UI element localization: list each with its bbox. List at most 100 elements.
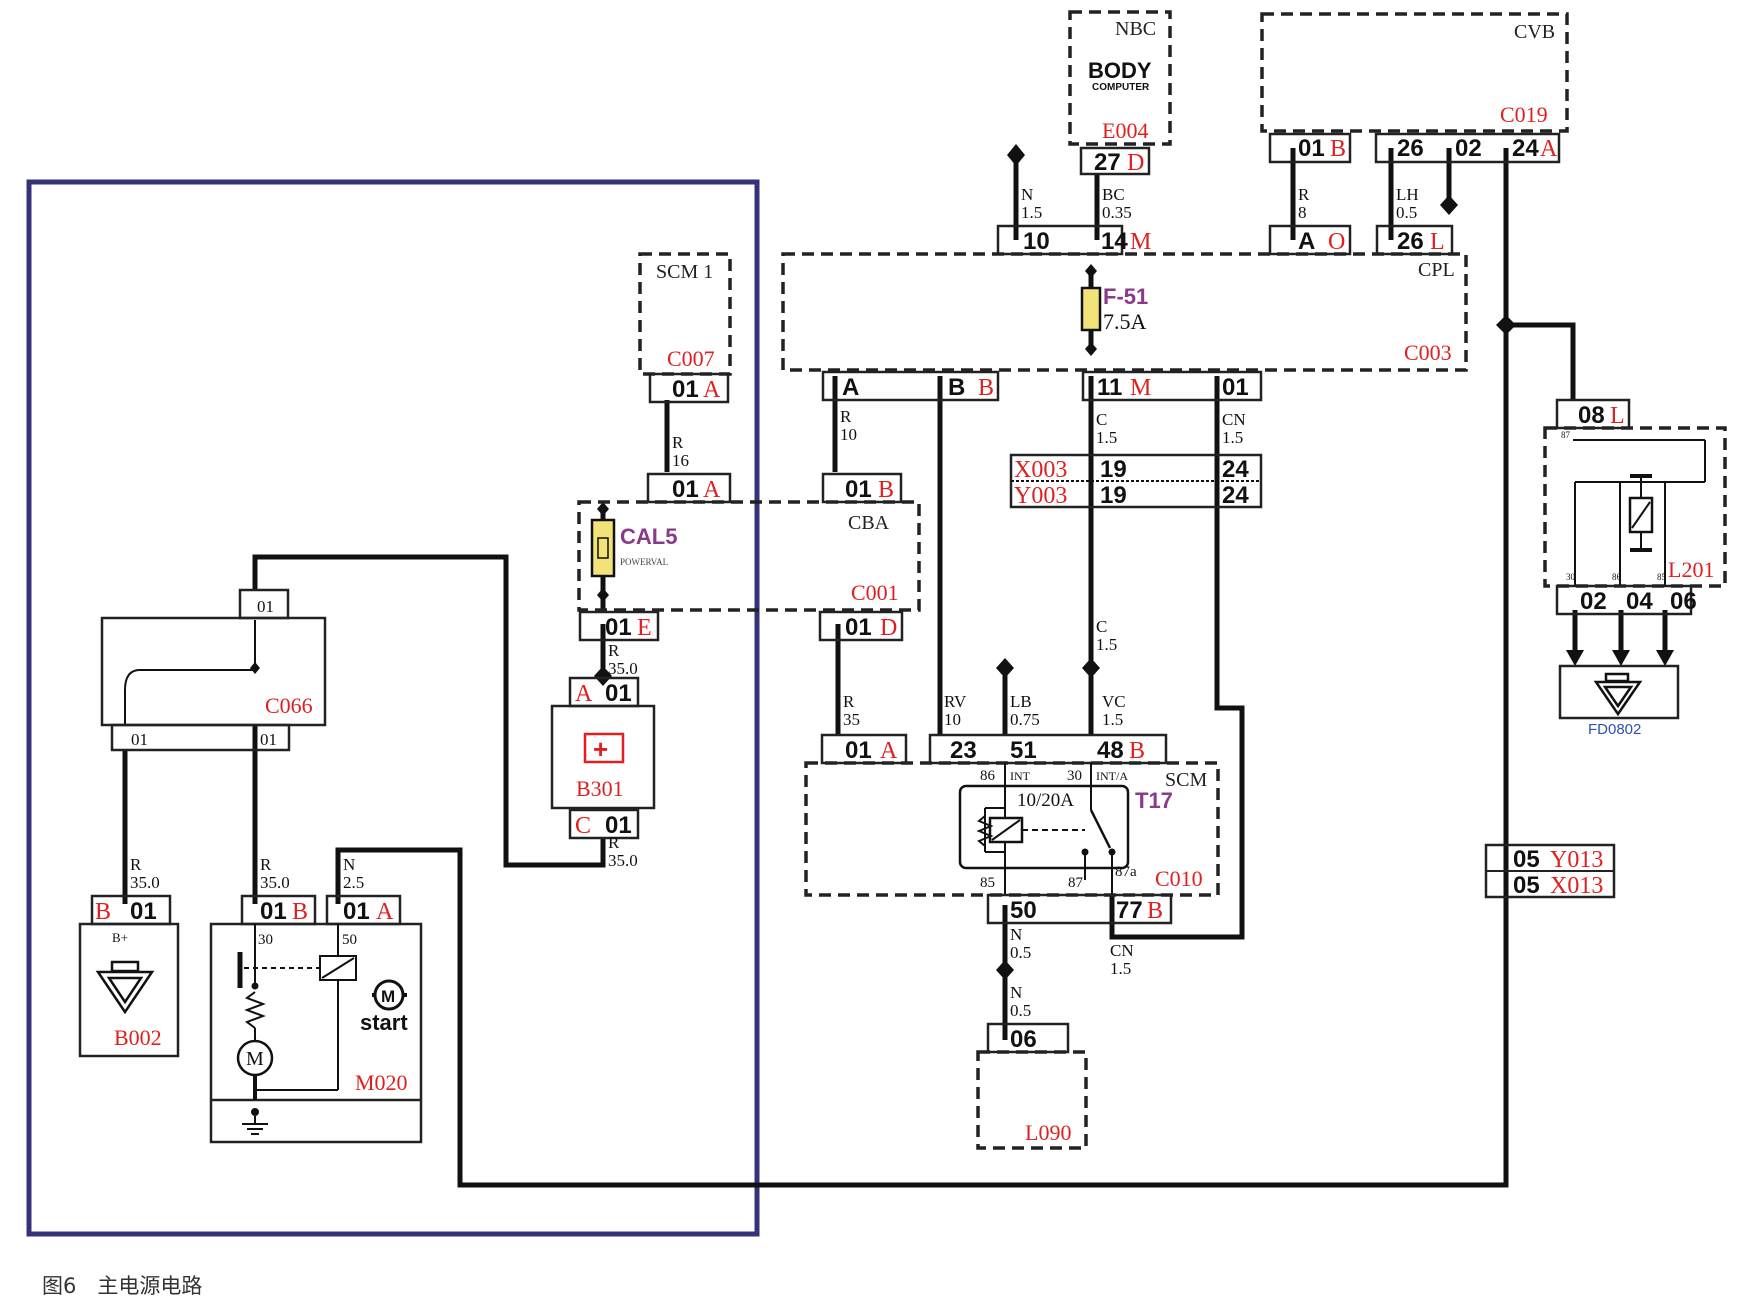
- wire-n05a-color: N: [1010, 925, 1022, 944]
- pin-cpl-26: 26: [1397, 228, 1424, 255]
- cba-name: CBA: [848, 512, 890, 534]
- wire-r16-size: 16: [672, 451, 689, 470]
- pin-scm-48-code: B: [1129, 738, 1145, 764]
- b301-fuse-icon: [583, 732, 625, 764]
- pin-scm-51: 51: [1010, 737, 1037, 764]
- wire-r10-size: 10: [840, 425, 857, 444]
- wire-vc-color: VC: [1102, 692, 1126, 711]
- cpl-module: 10 14 M A O 26 L CPL C003 F-51 7.5A A B …: [781, 224, 1468, 402]
- b002-ref: B002: [114, 1025, 162, 1050]
- svg-text:+: +: [593, 734, 608, 764]
- pin-cba-01a: 01: [672, 476, 699, 503]
- pin-m020-01a: 01: [343, 898, 370, 925]
- pin-l201-08: 08: [1578, 402, 1605, 429]
- pin-cvb-24: 24: [1512, 135, 1539, 162]
- pin-nbc-27-code: D: [1127, 150, 1144, 176]
- b301-ref: B301: [576, 776, 624, 801]
- pin-cba-01a-code: A: [703, 477, 721, 503]
- pin-cba-01e-code: E: [637, 615, 652, 641]
- cvb-name: CVB: [1514, 21, 1555, 43]
- l090-ref: L090: [1025, 1120, 1071, 1145]
- pin-cvb-01-code: B: [1330, 136, 1346, 162]
- pin-m020-01: 01: [260, 898, 287, 925]
- splices: [250, 144, 1516, 980]
- relay-t17-housing: [958, 784, 1130, 870]
- wire-r350d-size: 35.0: [260, 873, 290, 892]
- wire-r350b-color: R: [608, 833, 620, 852]
- fuse-cal5-name: CAL5: [620, 524, 677, 549]
- pin-b301-a01: 01: [605, 680, 632, 707]
- nbc-body-computer: NBC BODY COMPUTER E004 27 D: [1068, 10, 1172, 176]
- pin-scm-inta: INT/A: [1096, 769, 1128, 783]
- wire-r10-color: R: [840, 407, 852, 426]
- b301-module: A 01 + B301 C 01: [550, 676, 656, 840]
- wire-n05b-size: 0.5: [1010, 1001, 1031, 1020]
- pin-l201-87: 87: [1561, 430, 1571, 440]
- pin-b301-c: C: [575, 813, 591, 839]
- pin-y003-19: 19: [1100, 482, 1127, 509]
- wire-r35-size: 35: [843, 710, 860, 729]
- wire-cn15b-color: CN: [1110, 941, 1134, 960]
- pin-cpl-10: 10: [1023, 228, 1050, 255]
- pin-cvb-24-code: A: [1540, 136, 1558, 162]
- pin-cpl-a: A: [1298, 228, 1315, 255]
- pin-scm-23: 23: [950, 737, 977, 764]
- wire-r16-color: R: [672, 433, 684, 452]
- wire-n05a-size: 0.5: [1010, 943, 1031, 962]
- wire-r8-color: R: [1298, 185, 1310, 204]
- wire-c15b-color: C: [1096, 617, 1107, 636]
- l201-relay: 08 L 87 30 86 85 L201 02 04 06: [1543, 398, 1727, 616]
- pin-cba-01e: 01: [605, 614, 632, 641]
- c066-ref: C066: [265, 693, 313, 718]
- figure-caption: 图6 主电源电路: [42, 1274, 203, 1298]
- pin-scm-85: 85: [980, 875, 995, 891]
- pin-l201-02: 02: [1580, 588, 1607, 615]
- wire-c15a-size: 1.5: [1096, 428, 1117, 447]
- pin-cpl-bb: B: [948, 374, 965, 401]
- relay-t17: T17: [1135, 788, 1173, 813]
- pin-b002-b: B: [95, 899, 111, 925]
- cpl-ref: C003: [1404, 340, 1452, 365]
- pin-cpl-ba: A: [842, 374, 859, 401]
- pin-cba-01b: 01: [845, 476, 872, 503]
- pin-scm-50: 50: [1010, 897, 1037, 924]
- wire-lb-color: LB: [1010, 692, 1032, 711]
- cba-module: 01 A 01 B CBA C001 CAL5 POWERVAL 01 E 01…: [577, 472, 921, 642]
- fuse-cal5-body: [590, 518, 616, 578]
- pin-y013-05: 05: [1513, 846, 1540, 873]
- pin-b301-c01: 01: [605, 812, 632, 839]
- wire-c15b-size: 1.5: [1096, 635, 1117, 654]
- c066-module: 01 C066 01 01: [100, 588, 327, 752]
- pin-cpl-11-code: M: [1130, 375, 1151, 401]
- wire-lb-size: 0.75: [1010, 710, 1040, 729]
- pin-l201-86: 86: [1612, 572, 1622, 582]
- pin-cvb-01: 01: [1298, 135, 1325, 162]
- wire-r350c-color: R: [130, 855, 142, 874]
- scm1-module: SCM 1 C007 01 A: [638, 252, 732, 404]
- pin-m020-50: 50: [342, 932, 357, 948]
- wire-n15-color: N: [1021, 185, 1033, 204]
- wire-r350a-size: 35.0: [608, 659, 638, 678]
- wire-n25-size: 2.5: [343, 873, 364, 892]
- pin-l201-08-code: L: [1610, 403, 1625, 429]
- pin-cpl-14-code: M: [1130, 229, 1151, 255]
- pin-x003-19: 19: [1100, 456, 1127, 483]
- m020-start: start: [360, 1010, 408, 1035]
- wire-n25-color: N: [343, 855, 355, 874]
- pin-l090-06: 06: [1010, 1026, 1037, 1053]
- cvb-module: CVB C019 01 B 26 02 24 A: [1260, 12, 1569, 164]
- pin-l201-06: 06: [1670, 588, 1697, 615]
- m020-ref: M020: [355, 1070, 408, 1095]
- b002-term: B+: [112, 930, 128, 945]
- x013-label: X013: [1550, 873, 1603, 899]
- wire-c15a-color: C: [1096, 410, 1107, 429]
- wire-rv-size: 10: [944, 710, 961, 729]
- scm1-ref: C007: [667, 346, 715, 371]
- fd0802-ref: FD0802: [1588, 721, 1641, 738]
- pin-cpl-11: 11: [1097, 374, 1122, 401]
- fuse-cal5-sub: POWERVAL: [620, 557, 668, 567]
- wire-n15-size: 1.5: [1021, 203, 1042, 222]
- l201-ref: L201: [1668, 557, 1714, 582]
- x003-label: X003: [1014, 457, 1067, 483]
- pin-c066-bl: 01: [131, 730, 148, 749]
